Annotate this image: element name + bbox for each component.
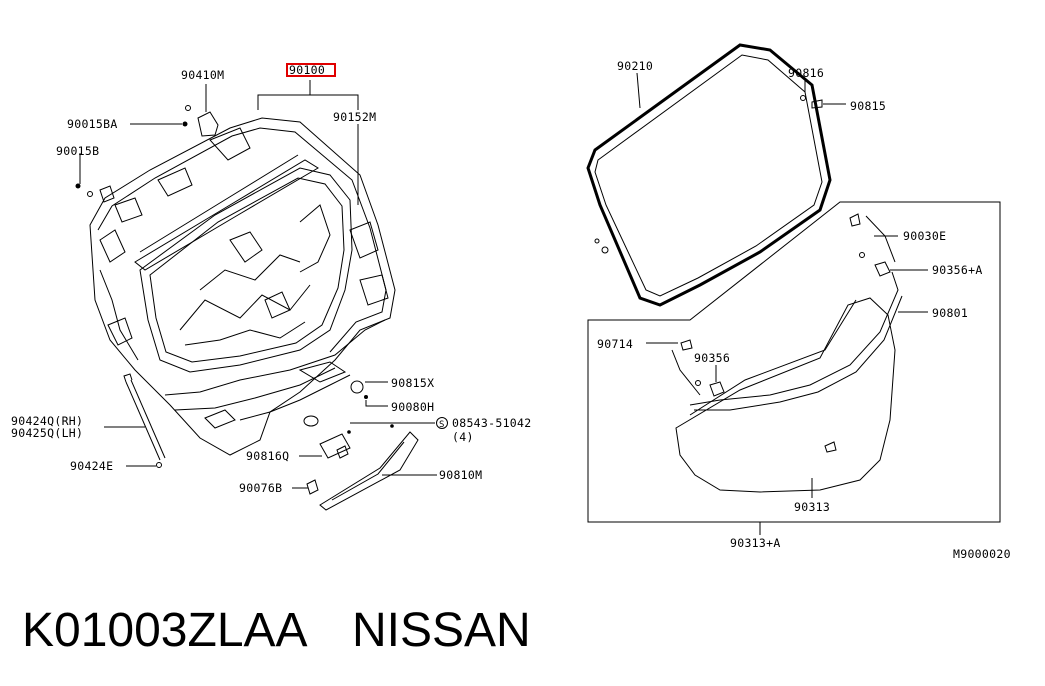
callout-90816Q[interactable]: 90816Q [246, 449, 289, 463]
callout-90815X[interactable]: 90815X [391, 376, 434, 390]
part-90815 [811, 99, 823, 109]
part-90080H [364, 395, 368, 399]
callout-90030E[interactable]: 90030E [903, 229, 946, 243]
part-90816Q [319, 433, 351, 459]
part-90356 [709, 381, 725, 397]
callout-90080H[interactable]: 90080H [391, 400, 434, 414]
callout-90356A[interactable]: 90356+A [932, 263, 983, 277]
part-90030E [849, 213, 861, 227]
part-90816 [800, 95, 806, 101]
callout-90410M[interactable]: 90410M [181, 68, 224, 82]
screw-symbol-icon [436, 417, 448, 429]
part-gas-strut [125, 381, 161, 461]
part-90714 [680, 339, 693, 351]
brand-title: NISSAN [352, 604, 531, 657]
part-90015BA [182, 121, 188, 127]
glass-subassembly-box [587, 201, 1001, 523]
part-90015B-alt [87, 191, 93, 197]
callout-90424Q[interactable]: 90424Q(RH) [11, 414, 83, 428]
callout-90356[interactable]: 90356 [694, 351, 730, 365]
part-90424E [156, 462, 162, 468]
part-90076B [306, 479, 319, 495]
part-90815X [350, 380, 364, 394]
callout-90810M[interactable]: 90810M [439, 468, 482, 482]
drawing-code: M9000020 [953, 547, 1011, 561]
right-leader-lines [636, 72, 928, 535]
callout-90425Q[interactable]: 90425Q(LH) [11, 426, 83, 440]
part-number-title: K01003ZLAA [22, 604, 308, 657]
part-90810M [319, 431, 419, 511]
left-small-parts [75, 105, 419, 511]
callout-labels: 90100 90410M 90152M 90015BA 90015B 90424… [11, 59, 1011, 561]
callout-90816[interactable]: 90816 [788, 66, 824, 80]
left-leader-lines [79, 80, 437, 489]
highlight-box-90100 [286, 63, 336, 77]
screw-symbol-letter: S [439, 420, 444, 430]
callout-90210[interactable]: 90210 [617, 59, 653, 73]
callout-90424E[interactable]: 90424E [70, 459, 113, 473]
part-plug [303, 415, 319, 427]
part-90410M-bolt [185, 105, 191, 111]
part-90410M [197, 111, 219, 137]
back-door-panel-drawing [89, 117, 396, 456]
callout-08543-quantity: (4) [452, 430, 474, 444]
callout-90801[interactable]: 90801 [932, 306, 968, 320]
callout-90313[interactable]: 90313 [794, 500, 830, 514]
callout-90076B[interactable]: 90076B [239, 481, 282, 495]
callout-90313A[interactable]: 90313+A [730, 536, 781, 550]
callout-90015B[interactable]: 90015B [56, 144, 99, 158]
callout-90152M[interactable]: 90152M [333, 110, 376, 124]
back-window-glass-drawing [586, 43, 832, 307]
callout-90015BA[interactable]: 90015BA [67, 117, 118, 131]
callout-90815[interactable]: 90815 [850, 99, 886, 113]
callout-90714[interactable]: 90714 [597, 337, 633, 351]
part-90356A [874, 261, 891, 277]
callout-08543-51042[interactable]: 08543-51042 [452, 416, 531, 430]
footer-title: K01003ZLAA NISSAN [22, 604, 531, 657]
part-90015B [75, 183, 81, 189]
callout-90100[interactable]: 90100 [289, 63, 325, 77]
part-90015B-bracket [99, 185, 115, 203]
part-90313 [675, 297, 896, 493]
